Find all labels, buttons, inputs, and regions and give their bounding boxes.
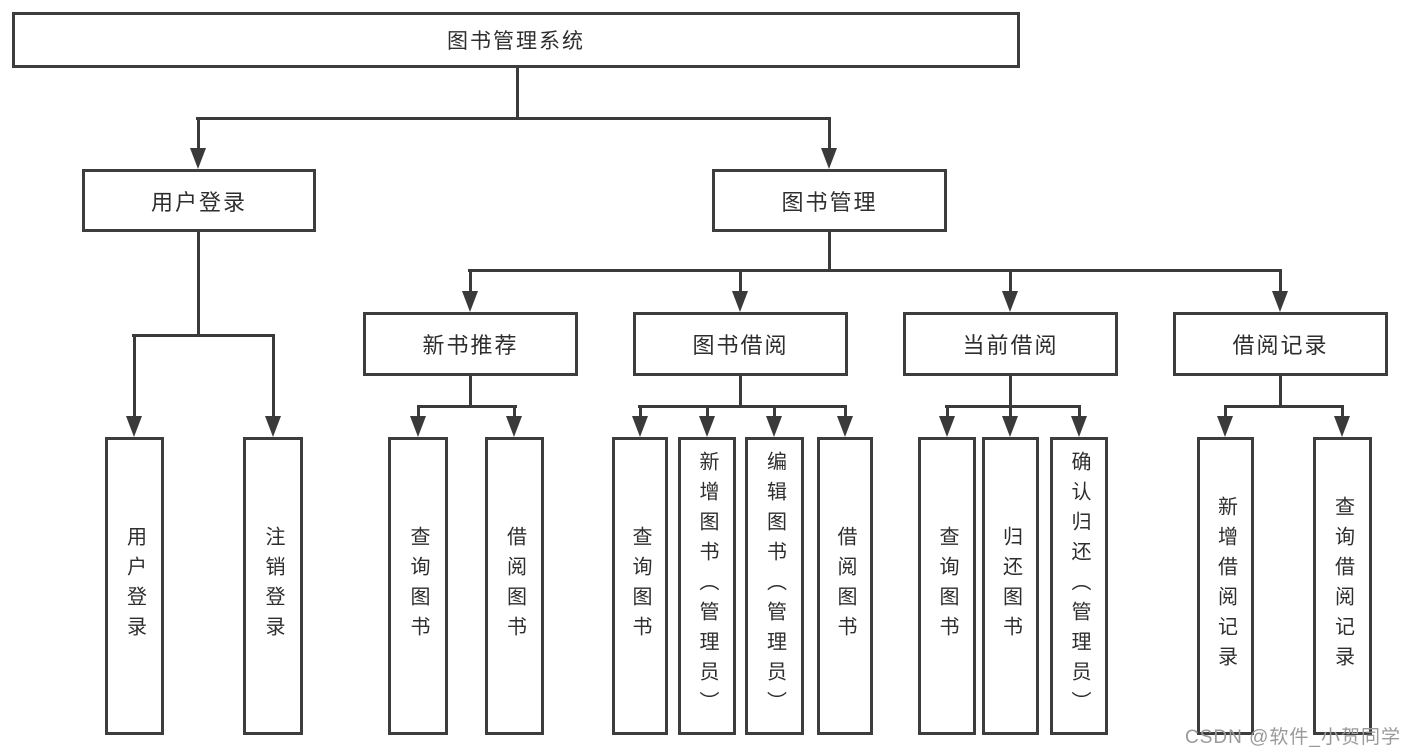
node-borrowing-records: 借阅记录 [1173,312,1388,376]
leaf-current-confirm-return-admin-label: 确认归还（管理员） [1068,451,1090,721]
leaf-records-query-record-label: 查询借阅记录 [1331,496,1354,676]
arrow-down-icon [126,416,142,437]
connector [773,405,776,418]
leaf-current-query-books: 查询图书 [918,437,976,735]
arrow-down-icon [1217,416,1233,437]
leaf-records-add-record-label: 新增借阅记录 [1214,496,1237,676]
arrow-down-icon [732,291,748,312]
connector [1279,375,1282,408]
leaf-borrowing-borrow-books-label: 借阅图书 [834,526,856,646]
arrow-down-icon [837,416,853,437]
connector [196,117,831,120]
arrow-down-icon [190,148,206,169]
arrow-down-icon [1002,416,1018,437]
connector [513,405,516,418]
arrow-down-icon [939,416,955,437]
leaf-newbook-borrow-books: 借阅图书 [485,437,544,735]
leaf-newbook-borrow-books-label: 借阅图书 [503,526,526,646]
node-user-login-label: 用户登录 [150,189,247,215]
connector [828,232,831,272]
connector [1224,405,1344,408]
arrow-down-icon [1334,416,1350,437]
connector [197,117,200,151]
node-user-login: 用户登录 [82,169,316,232]
leaf-borrowing-add-books-admin-label: 新增图书（管理员） [696,451,718,721]
leaf-records-add-record: 新增借阅记录 [1197,437,1254,735]
connector [1009,269,1012,293]
connector [946,405,949,418]
connector [639,405,642,418]
connector [739,375,742,408]
connector [272,334,275,416]
leaf-borrowing-add-books-admin: 新增图书（管理员） [678,437,736,735]
node-book-management: 图书管理 [712,169,947,232]
node-current-borrowing-label: 当前借阅 [962,333,1059,358]
connector [945,405,1081,408]
connector [1224,405,1227,418]
connector [468,269,1282,272]
connector [1009,375,1012,408]
connector [469,269,472,293]
connector [133,334,136,416]
connector [132,334,275,337]
leaf-borrowing-query-books-label: 查询图书 [629,526,651,646]
node-current-borrowing: 当前借阅 [903,312,1118,376]
leaf-newbook-query-books-label: 查询图书 [407,526,429,646]
connector [844,405,847,418]
connector [469,375,472,408]
connector [1279,269,1282,293]
node-library-system-label: 图书管理系统 [447,30,585,53]
leaf-user-login-label: 用户登录 [123,526,146,646]
leaf-borrowing-edit-books-admin-label: 编辑图书（管理员） [763,451,786,721]
connector [706,405,709,418]
arrow-down-icon [821,148,837,169]
connector [417,405,420,418]
connector [516,66,519,120]
arrow-down-icon [265,416,281,437]
leaf-borrowing-edit-books-admin: 编辑图书（管理员） [745,437,804,735]
arrow-down-icon [410,416,426,437]
leaf-records-query-record: 查询借阅记录 [1313,437,1372,735]
leaf-logout: 注销登录 [243,437,303,735]
leaf-current-return-books-label: 归还图书 [999,526,1022,646]
leaf-current-confirm-return-admin: 确认归还（管理员） [1050,437,1108,735]
node-book-management-label: 图书管理 [781,189,878,215]
connector [1078,405,1081,418]
arrow-down-icon [506,416,522,437]
node-book-borrowing-label: 图书借阅 [692,333,789,358]
node-book-borrowing: 图书借阅 [633,312,848,376]
arrow-down-icon [1002,291,1018,312]
connector [739,269,742,293]
connector [1009,405,1012,418]
leaf-borrowing-borrow-books: 借阅图书 [817,437,873,735]
leaf-user-login: 用户登录 [105,437,164,735]
connector [828,117,831,151]
leaf-newbook-query-books: 查询图书 [388,437,448,735]
connector [197,231,200,337]
leaf-current-query-books-label: 查询图书 [936,526,958,646]
connector [417,405,517,408]
watermark: CSDN @软件_小贺同学 [1185,727,1401,747]
arrow-down-icon [1272,291,1288,312]
leaf-logout-label: 注销登录 [262,526,284,646]
node-borrowing-records-label: 借阅记录 [1232,333,1329,358]
arrow-down-icon [699,416,715,437]
arrow-down-icon [632,416,648,437]
arrow-down-icon [766,416,782,437]
leaf-borrowing-query-books: 查询图书 [612,437,668,735]
leaf-current-return-books: 归还图书 [982,437,1039,735]
node-new-book-recommend-label: 新书推荐 [422,333,519,358]
arrow-down-icon [462,291,478,312]
connector [638,405,847,408]
connector [1341,405,1344,418]
node-library-system: 图书管理系统 [12,12,1020,68]
arrow-down-icon [1071,416,1087,437]
node-new-book-recommend: 新书推荐 [363,312,578,376]
